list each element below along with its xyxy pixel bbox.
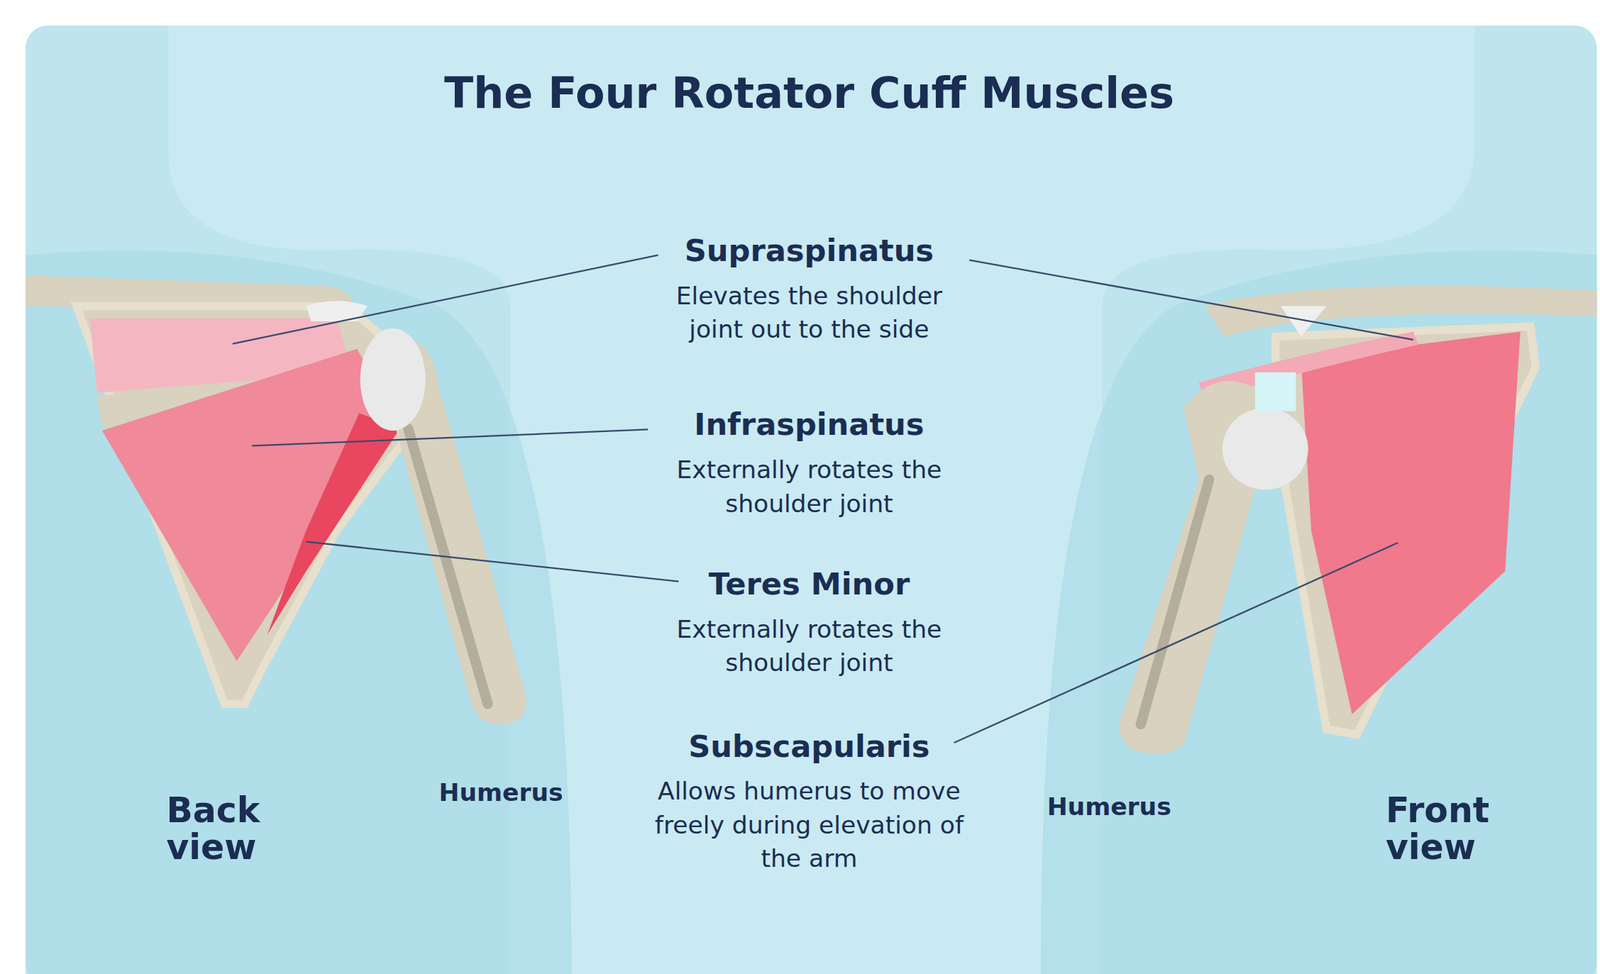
muscle-name: Subscapularis	[640, 726, 978, 768]
muscle-function: Elevates the shoulder joint out to the s…	[645, 279, 973, 347]
view-label: Back view	[166, 791, 289, 866]
bone-label: Humerus	[409, 777, 594, 809]
muscle-name: Infraspinatus	[640, 403, 978, 445]
muscle-function: Externally rotates the shoulder joint	[645, 613, 973, 681]
bone-label: Humerus	[1017, 791, 1202, 823]
muscle-name: Teres Minor	[640, 564, 978, 606]
title: The Four Rotator Cuff Muscles	[349, 67, 1268, 121]
view-label: Front view	[1385, 791, 1519, 866]
muscle-name: Supraspinatus	[640, 230, 978, 272]
muscle-function: Allows humerus to move freely during ele…	[645, 775, 973, 877]
muscle-function: Externally rotates the shoulder joint	[645, 454, 973, 522]
